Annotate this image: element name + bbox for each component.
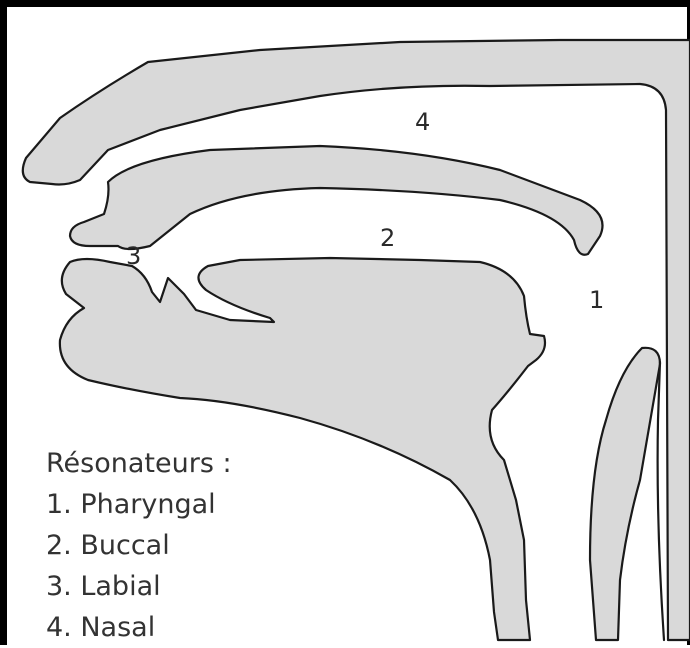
buccal-label: 2 xyxy=(380,224,395,252)
pharyngeal-label: 1 xyxy=(589,286,604,314)
legend-title: Résonateurs : xyxy=(46,443,232,484)
epiglottis xyxy=(590,348,660,640)
legend-item-nasal: 4. Nasal xyxy=(46,607,232,648)
pharyngeal-wall-line xyxy=(658,362,664,640)
nasal-label: 4 xyxy=(415,108,430,136)
palate xyxy=(70,146,603,255)
legend: Résonateurs : 1. Pharyngal 2. Buccal 3. … xyxy=(46,443,232,648)
labial-label: 3 xyxy=(126,242,141,270)
legend-item-pharyngeal: 1. Pharyngal xyxy=(46,484,232,525)
legend-item-buccal: 2. Buccal xyxy=(46,525,232,566)
legend-item-labial: 3. Labial xyxy=(46,566,232,607)
